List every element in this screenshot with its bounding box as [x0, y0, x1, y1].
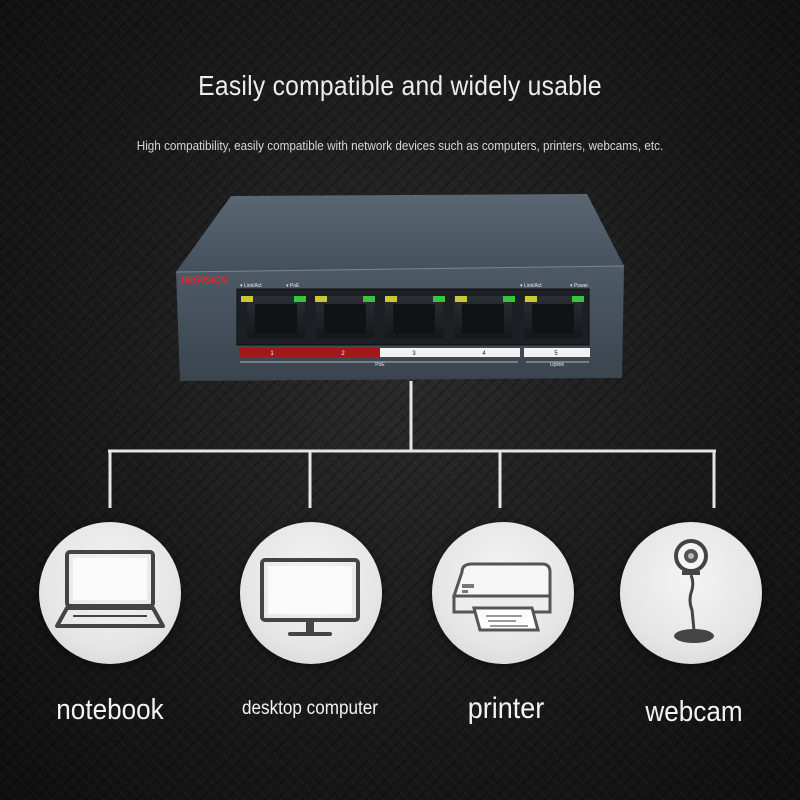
- printer-device-circle: [432, 522, 574, 664]
- laptop-icon: [55, 550, 165, 628]
- link-act-label-right: ▾ Link/Act: [520, 283, 542, 289]
- notebook-device-circle: [39, 522, 181, 664]
- switch-top: [176, 194, 624, 272]
- page-title: Easily compatible and widely usable: [198, 70, 602, 101]
- printer-icon: [451, 562, 552, 632]
- brand-logo: HIKVISION: [181, 275, 228, 285]
- link-act-label-left: ▾ Link/Act: [240, 283, 262, 289]
- page-subtitle: High compatibility, easily compatible wi…: [136, 138, 664, 153]
- uplink-group-label: Uplink: [550, 362, 564, 368]
- poe-port-strip-red: [239, 348, 380, 357]
- device-label-webcam: webcam: [645, 696, 743, 728]
- desktop-computer-device-circle: [240, 522, 382, 664]
- port-number-1: 1: [270, 351, 274, 357]
- ethernet-port-5: [524, 296, 584, 338]
- port-number-4: 4: [482, 351, 486, 357]
- poe-port-strip-white: [380, 348, 520, 357]
- uplink-port-strip: [524, 348, 590, 357]
- port-number-3: 3: [412, 351, 416, 357]
- ethernet-port-4: [454, 296, 515, 338]
- ethernet-port-3: [385, 296, 445, 338]
- power-led-label: ▾ Power: [570, 283, 588, 289]
- device-label-printer: printer: [467, 692, 545, 725]
- webcam-icon: [674, 539, 714, 643]
- port-number-5: 5: [554, 351, 558, 357]
- device-label-desktop-computer: desktop computer: [242, 698, 378, 719]
- poe-group-label: PoE: [375, 362, 385, 368]
- monitor-icon: [260, 558, 360, 636]
- network-switch: HIKVISION ▾ Link/Act ▾ PoE ▾ Link/Act ▾ …: [175, 194, 625, 381]
- ethernet-port-2: [315, 296, 375, 338]
- ethernet-port-1: [241, 296, 306, 338]
- webcam-device-circle: [620, 522, 762, 664]
- device-label-notebook: notebook: [56, 694, 164, 726]
- port-number-2: 2: [341, 351, 345, 357]
- poe-led-label: ▾ PoE: [286, 283, 300, 289]
